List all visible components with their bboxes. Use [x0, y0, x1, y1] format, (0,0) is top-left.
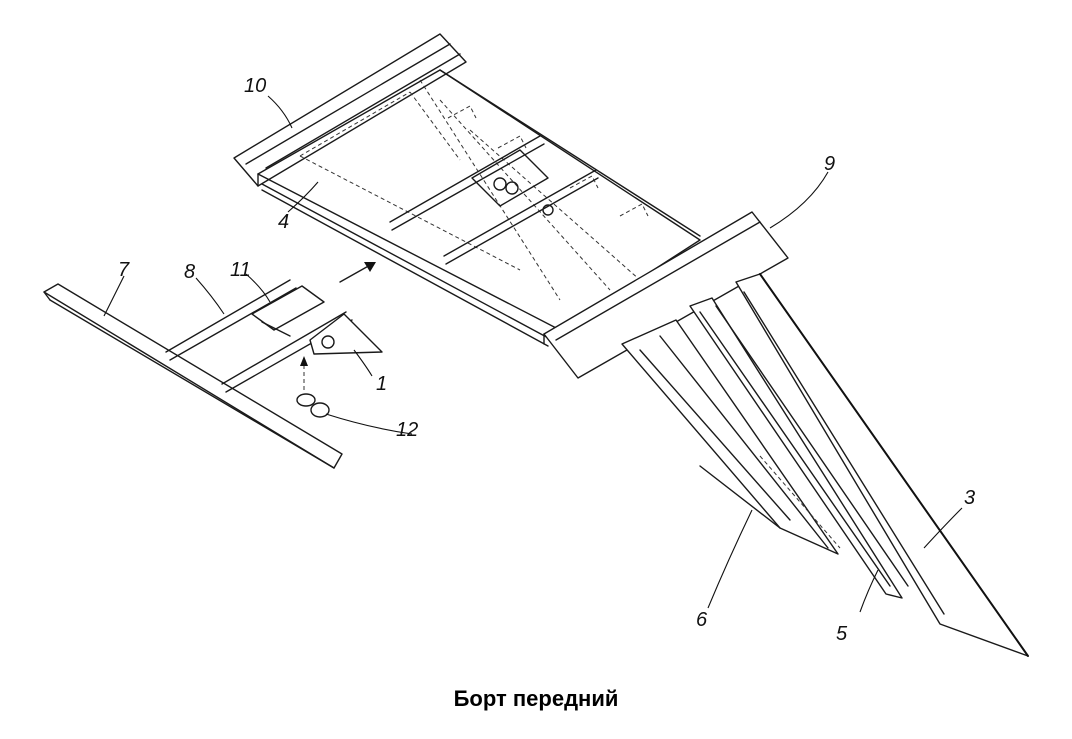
leader-lines	[103, 95, 963, 613]
label-11: 11	[230, 259, 251, 281]
label-12: 12	[396, 419, 418, 441]
side-slats	[621, 273, 1029, 657]
label-10: 10	[244, 75, 266, 97]
label-3: 3	[964, 487, 975, 509]
label-4: 4	[278, 211, 289, 233]
exploded-side-assembly	[43, 262, 383, 469]
label-1: 1	[376, 373, 387, 395]
part-labels: 10 4 9 3 5 6 7 8 11 1 12	[118, 75, 975, 645]
label-9: 9	[824, 153, 835, 175]
front-board-assembly	[233, 33, 789, 379]
label-6: 6	[696, 609, 708, 631]
label-8: 8	[184, 261, 195, 283]
figure-caption: Борт передний	[453, 686, 619, 711]
label-7: 7	[118, 259, 130, 281]
label-5: 5	[836, 623, 848, 645]
